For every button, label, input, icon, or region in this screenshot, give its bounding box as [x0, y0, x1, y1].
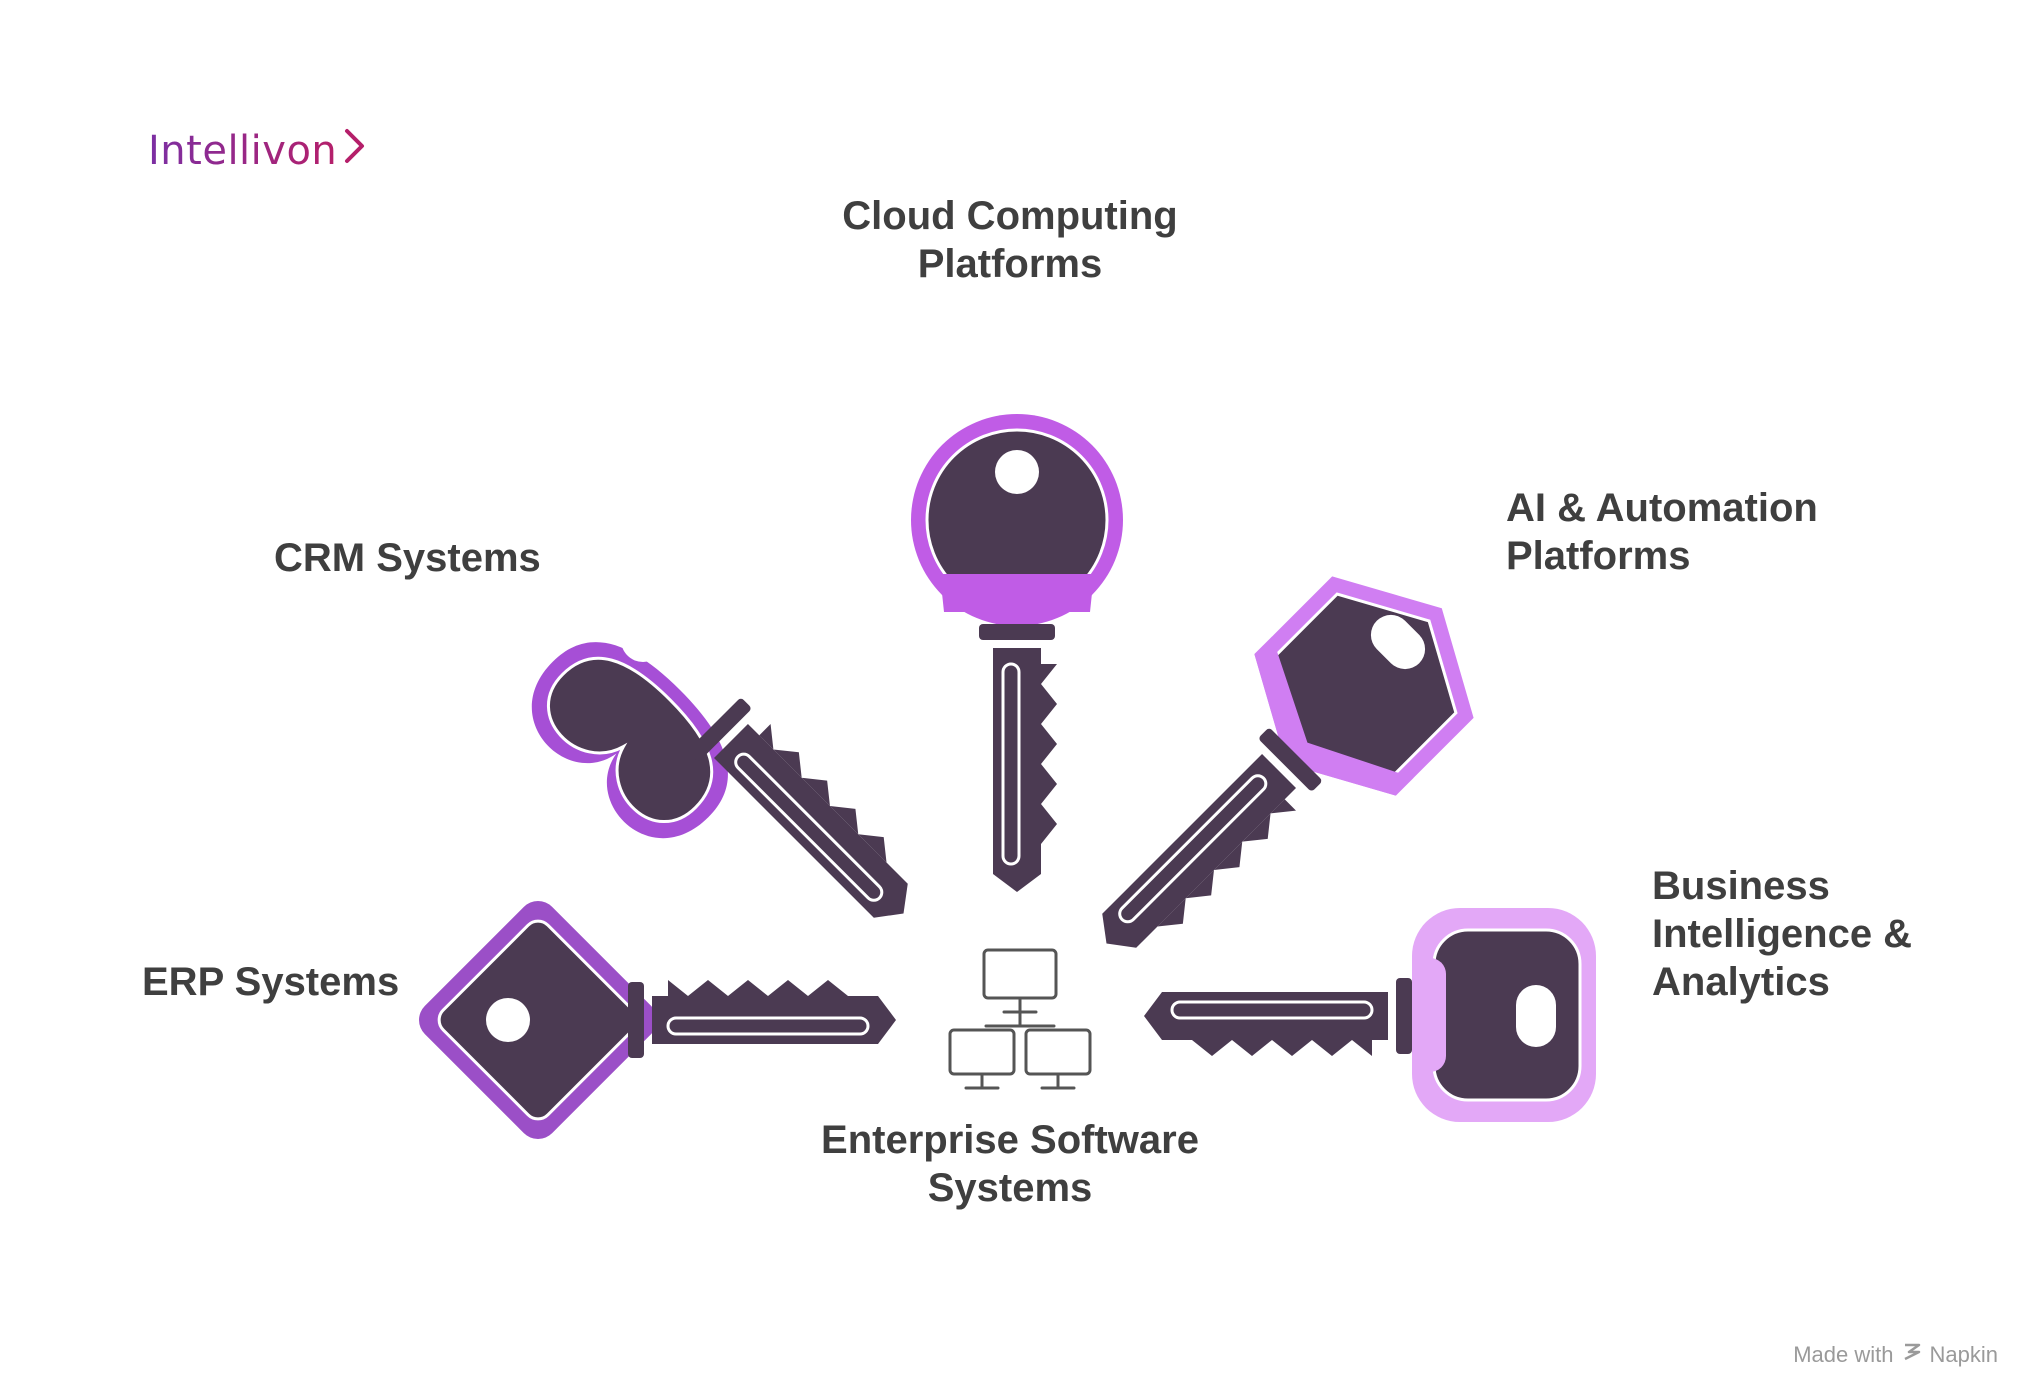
diamond-key-icon	[419, 901, 898, 1139]
brand-logo: Intellivon	[148, 128, 367, 174]
napkin-text: Napkin	[1929, 1342, 1998, 1367]
label-erp-systems: ERP Systems	[142, 960, 400, 1004]
clover-key-icon	[531, 618, 934, 942]
round-key-icon	[911, 414, 1123, 894]
made-with-napkin: Made with Napkin	[1793, 1342, 1998, 1368]
label-crm-systems: CRM Systems	[274, 536, 541, 580]
napkin-logo-icon	[1902, 1342, 1922, 1368]
brand-name: Intellivon	[148, 128, 338, 174]
chevron-right-icon	[343, 128, 367, 174]
rounded-square-key-icon	[1142, 908, 1596, 1122]
made-with-text: Made with	[1793, 1342, 1894, 1367]
hexagon-key-icon	[1078, 576, 1474, 974]
network-computers-icon	[948, 948, 1092, 1090]
